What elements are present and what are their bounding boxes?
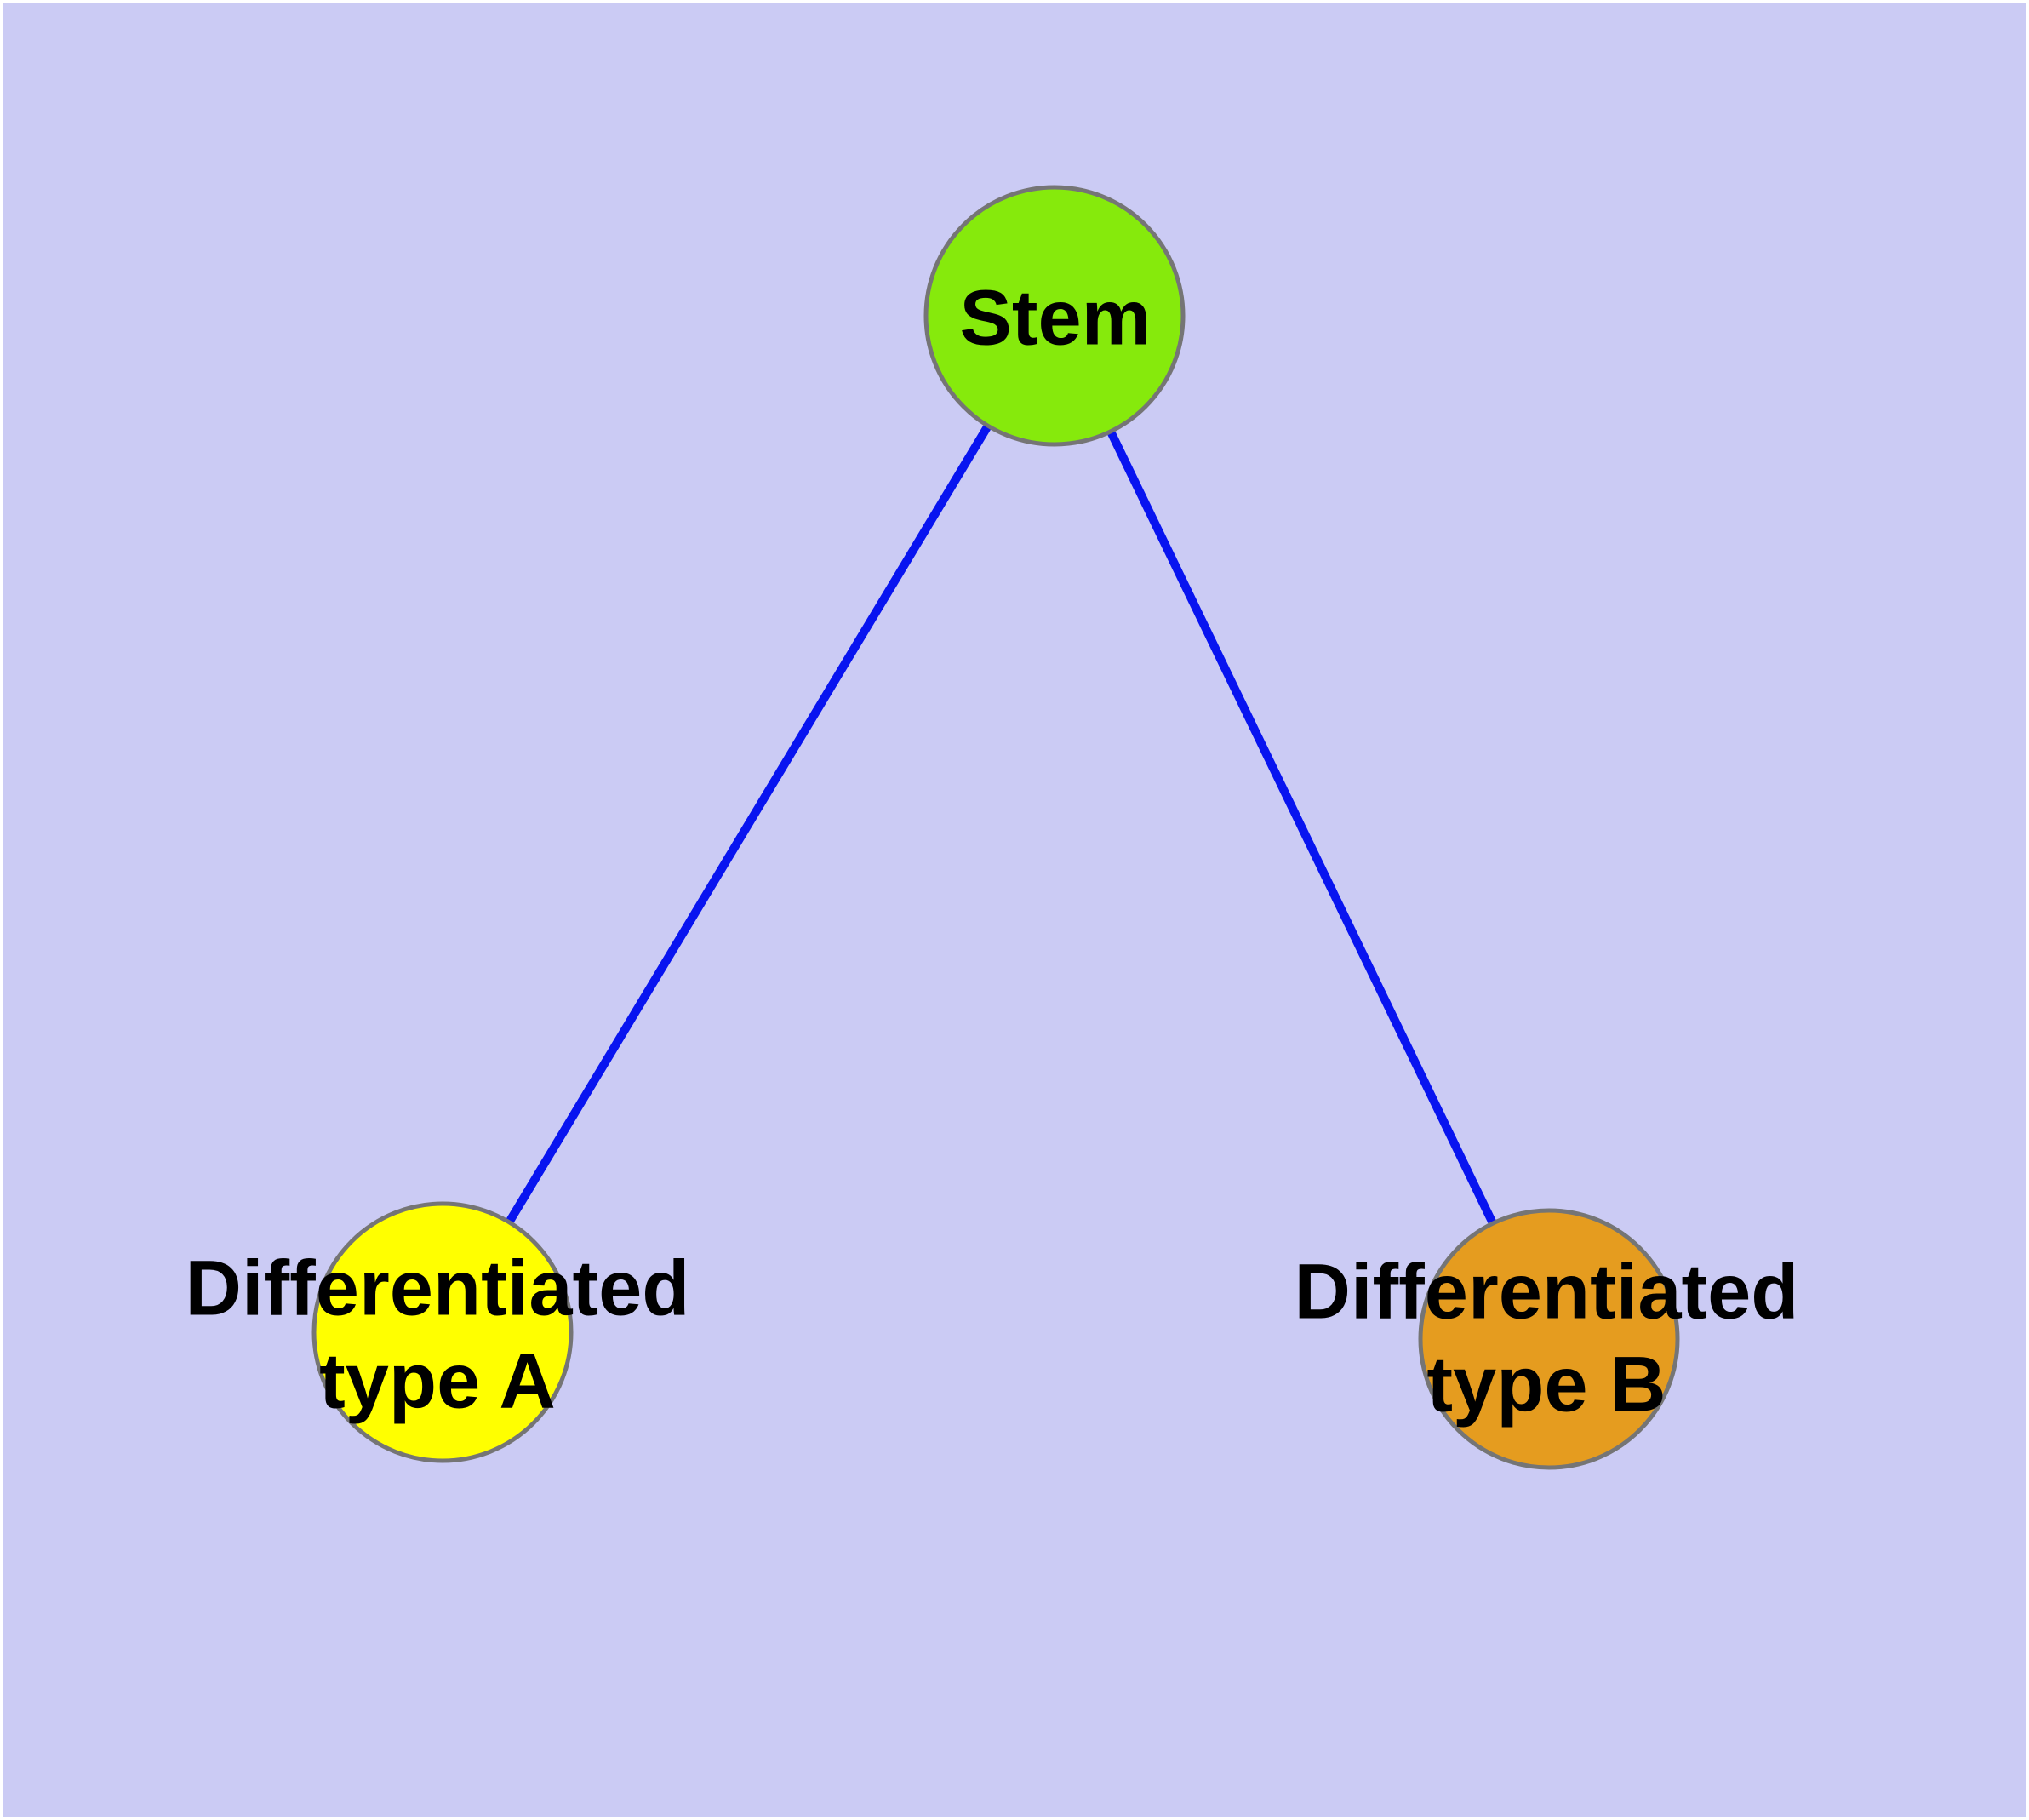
node-differentiated-type-a[interactable] [311, 1201, 574, 1463]
node-stem[interactable] [923, 185, 1186, 447]
edge-stem-to-type-b [1106, 427, 1497, 1228]
edge-stem-to-type-a [505, 421, 992, 1227]
node-differentiated-type-b[interactable] [1418, 1208, 1680, 1470]
